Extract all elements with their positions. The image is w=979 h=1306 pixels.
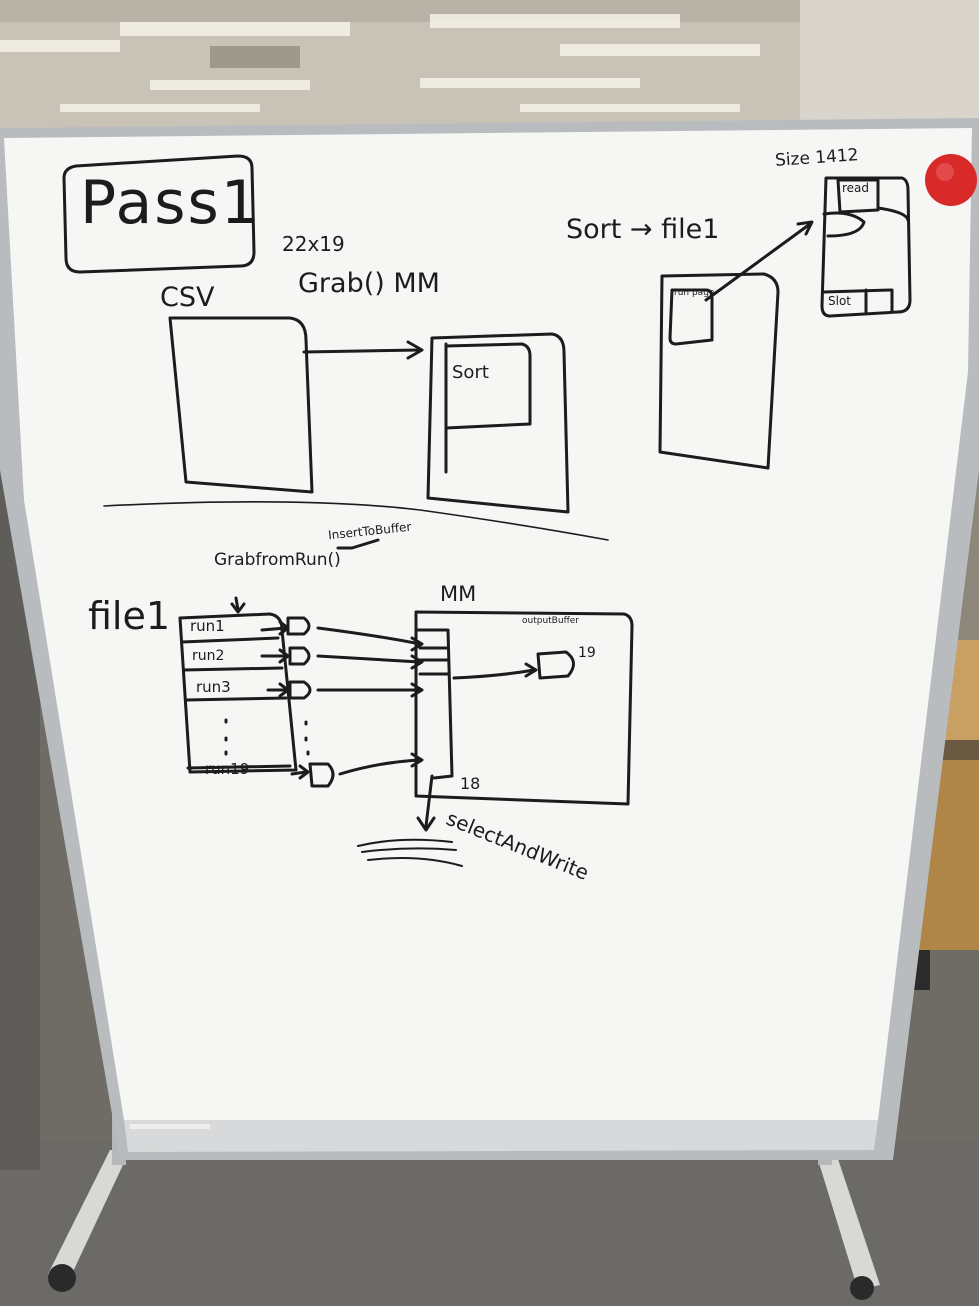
run-page-label: run page (674, 288, 715, 298)
grab-from-run-label: GrabfromRun() (214, 550, 341, 570)
output-count-label: 19 (578, 645, 596, 661)
slot-label: Slot (828, 294, 851, 308)
run-label: run1 (190, 617, 225, 635)
file1-label: file1 (88, 594, 171, 638)
pass-title: Pass1 (80, 168, 261, 238)
heap-count-label: 18 (460, 774, 481, 793)
sort-inner-label: Sort (452, 362, 489, 383)
grab-function-label: Grab() MM (298, 268, 440, 299)
dimensions-label: 22x19 (282, 232, 345, 256)
run-label: run3 (196, 678, 231, 696)
run-label: run2 (192, 648, 225, 664)
mm-label: MM (440, 582, 477, 606)
csv-label: CSV (160, 282, 215, 313)
run-label: run19 (205, 760, 250, 778)
output-buffer-label: outputBuffer (522, 616, 580, 626)
sort-to-file-label: Sort → file1 (566, 214, 720, 245)
header-label: read (842, 181, 870, 195)
